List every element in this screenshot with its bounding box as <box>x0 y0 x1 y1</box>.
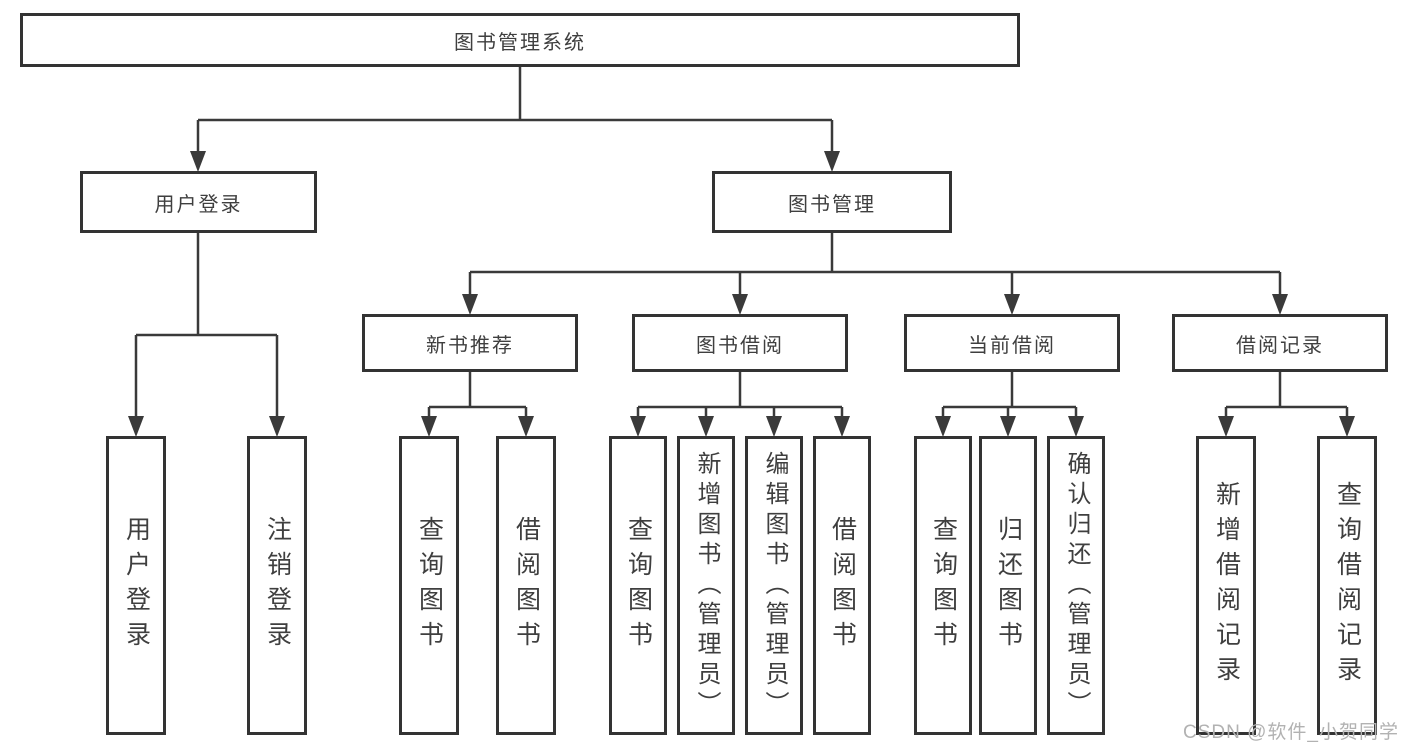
connector-borrow-record-children <box>1218 372 1355 437</box>
node-leaf-cb-confirm: 确认归还（管理员） <box>1047 436 1105 735</box>
connector-new-book-rec-children <box>421 372 534 437</box>
connector-book-borrow-children <box>630 372 850 437</box>
node-root: 图书管理系统 <box>20 13 1020 67</box>
connector-user-login-children <box>128 233 285 437</box>
node-leaf-cb-query: 查询图书 <box>914 436 972 735</box>
node-book-mgmt: 图书管理 <box>712 171 952 233</box>
node-book-borrow: 图书借阅 <box>632 314 848 372</box>
node-leaf-bb-query: 查询图书 <box>609 436 667 735</box>
node-new-book-rec: 新书推荐 <box>362 314 578 372</box>
node-leaf-bb-add: 新增图书（管理员） <box>677 436 735 735</box>
node-leaf-br-query: 查询借阅记录 <box>1317 436 1377 735</box>
node-leaf-logout: 注销登录 <box>247 436 307 735</box>
node-leaf-cb-return: 归还图书 <box>979 436 1037 735</box>
node-borrow-record: 借阅记录 <box>1172 314 1388 372</box>
node-leaf-bb-edit: 编辑图书（管理员） <box>745 436 803 735</box>
connector-book-mgmt-children <box>462 233 1288 315</box>
node-current-borrow: 当前借阅 <box>904 314 1120 372</box>
node-leaf-bb-borrow: 借阅图书 <box>813 436 871 735</box>
connector-root-to-level2 <box>190 67 840 172</box>
node-leaf-br-add: 新增借阅记录 <box>1196 436 1256 735</box>
node-leaf-rec-borrow: 借阅图书 <box>496 436 556 735</box>
node-leaf-user-login: 用户登录 <box>106 436 166 735</box>
connector-current-borrow-children <box>935 372 1084 437</box>
csdn-watermark: CSDN @软件_小贺同学 <box>1183 722 1399 743</box>
node-user-login: 用户登录 <box>80 171 317 233</box>
node-leaf-rec-query: 查询图书 <box>399 436 459 735</box>
